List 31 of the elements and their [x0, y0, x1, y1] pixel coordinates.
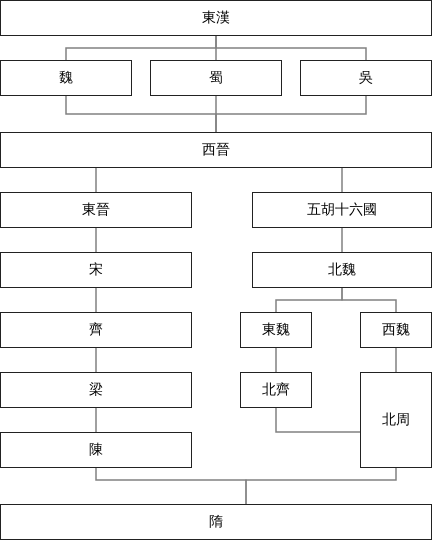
dynasty-box: 吳 — [300, 60, 432, 96]
dynasty-box: 齊 — [0, 312, 192, 348]
connector-line — [215, 96, 367, 132]
connector-line — [245, 468, 397, 504]
connector-line — [95, 408, 97, 432]
connector-line — [95, 288, 97, 312]
dynasty-box: 五胡十六國 — [252, 192, 432, 228]
dynasty-box: 梁 — [0, 372, 192, 408]
connector-line — [275, 348, 277, 372]
dynasty-box: 北齊 — [240, 372, 312, 408]
dynasty-box: 魏 — [0, 60, 132, 96]
dynasty-box: 北周 — [360, 372, 432, 468]
connector-line — [395, 348, 397, 372]
connector-line — [95, 168, 97, 192]
dynasty-box: 西晉 — [0, 132, 432, 168]
dynasty-box: 陳 — [0, 432, 192, 468]
connector-line — [341, 228, 343, 252]
dynasty-box: 東魏 — [240, 312, 312, 348]
connector-line — [95, 228, 97, 252]
dynasty-box: 蜀 — [150, 60, 282, 96]
connector-line — [215, 36, 367, 60]
connector-line — [275, 408, 360, 433]
dynasty-box: 西魏 — [360, 312, 432, 348]
connector-line — [341, 168, 343, 192]
dynasty-box: 東漢 — [0, 0, 432, 36]
dynasty-box: 宋 — [0, 252, 192, 288]
dynasty-box: 北魏 — [252, 252, 432, 288]
dynasty-box: 東晉 — [0, 192, 192, 228]
dynasty-box: 隋 — [0, 504, 432, 540]
connector-line — [95, 348, 97, 372]
connector-line — [341, 288, 397, 312]
